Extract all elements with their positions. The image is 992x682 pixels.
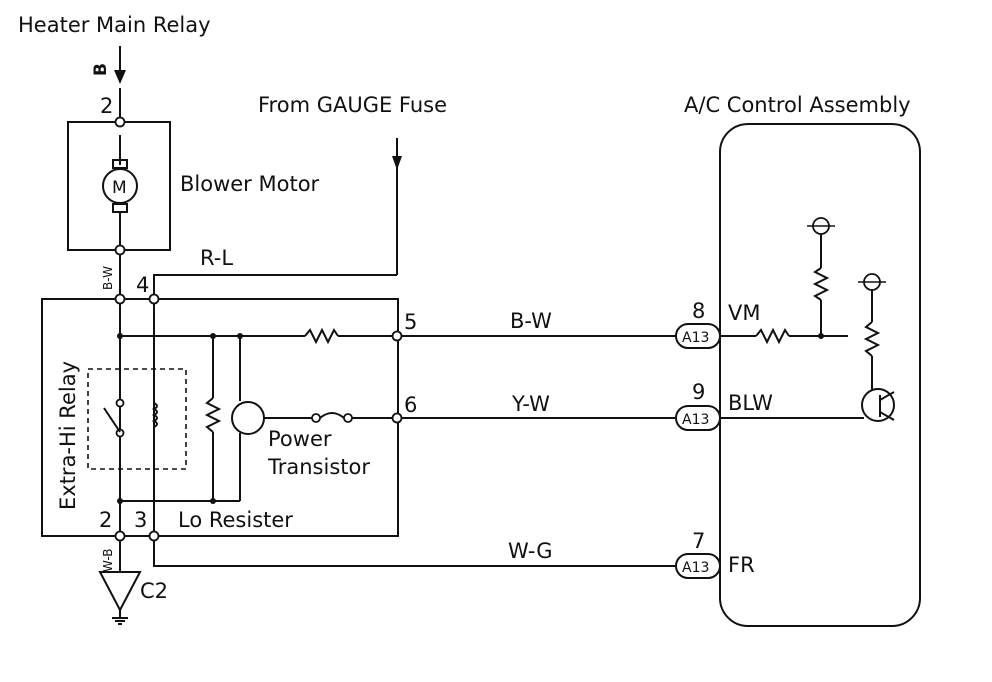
pin-relay-6: 6 <box>404 393 417 417</box>
ground-icon <box>98 571 142 613</box>
pin-relay-5: 5 <box>404 310 417 334</box>
wire-wb-label: W-B <box>101 548 115 572</box>
svg-text:A13: A13 <box>682 330 709 346</box>
motor-symbol: M <box>112 178 127 198</box>
power-transistor-label-1: Power <box>268 427 332 451</box>
pin-ac-8: 8 <box>692 299 705 323</box>
power-transistor-icon <box>231 401 265 435</box>
b-wire-arrow <box>114 46 126 84</box>
connector-a13-vm: A13 <box>675 323 721 349</box>
wire-bw-main-label: B-W <box>510 309 552 333</box>
power-transistor-label-2: Transistor <box>267 455 370 479</box>
wire-rl-label: R-L <box>200 246 233 270</box>
pin-relay-2: 2 <box>99 508 112 532</box>
blower-motor-label: Blower Motor <box>180 172 320 196</box>
heater-main-relay-label: Heater Main Relay <box>18 13 211 37</box>
ac-transistor-icon <box>861 388 895 422</box>
connector-a13-fr: A13 <box>675 553 721 579</box>
terminal-fr-label: FR <box>728 553 755 577</box>
ground-c2-label: C2 <box>140 579 168 603</box>
wire-bw-motor-label: B-W <box>101 266 115 290</box>
connector-a13-blw: A13 <box>675 405 721 431</box>
pin-ac-9: 9 <box>692 380 705 404</box>
pin-relay-3: 3 <box>134 508 147 532</box>
pin-ac-7: 7 <box>692 529 705 553</box>
wire-b-label: B <box>91 63 111 76</box>
pin-relay-4: 4 <box>136 273 149 297</box>
from-gauge-fuse-label: From GAUGE Fuse <box>258 93 447 117</box>
relay-coil-icon <box>151 402 158 428</box>
wire-wg-label: W-G <box>508 539 553 563</box>
pin-motor-2: 2 <box>100 94 113 118</box>
ac-control-assembly-box <box>719 123 921 627</box>
relay-coil-box <box>87 368 187 470</box>
extra-hi-relay-label: Extra-Hi Relay <box>56 361 80 510</box>
terminal-blw-label: BLW <box>728 391 773 415</box>
svg-text:A13: A13 <box>682 412 709 428</box>
ac-control-assembly-label: A/C Control Assembly <box>684 93 911 117</box>
lo-resister-label: Lo Resister <box>178 508 293 532</box>
svg-text:A13: A13 <box>682 560 709 576</box>
terminal-vm-label: VM <box>728 301 760 325</box>
wire-yw-label: Y-W <box>511 392 550 416</box>
